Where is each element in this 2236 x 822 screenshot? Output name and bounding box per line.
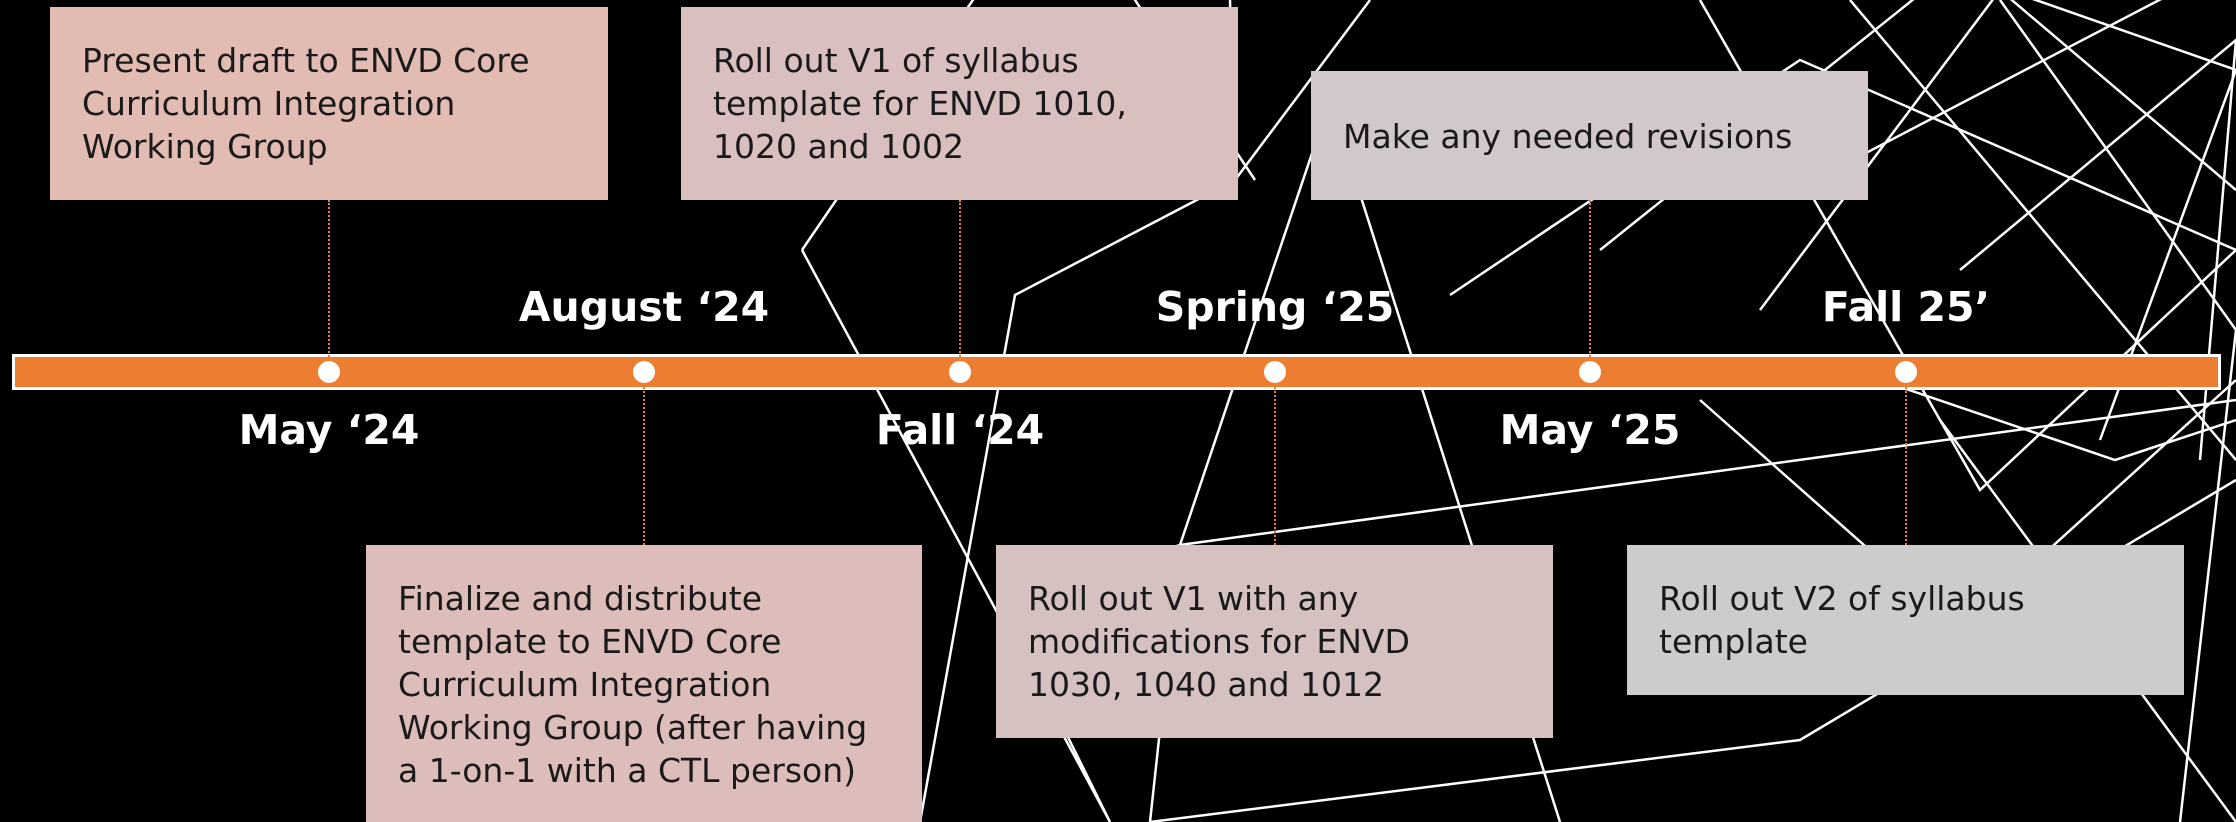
milestone-date-label: Fall 25’ — [1821, 283, 1991, 331]
milestone-dot — [633, 361, 655, 383]
milestone-connector — [1905, 372, 1907, 545]
milestone-connector — [1589, 200, 1591, 372]
milestone-date-label: Fall ‘24 — [875, 406, 1045, 454]
milestone-description-box: Finalize and distribute template to ENVD… — [366, 545, 922, 822]
milestone-dot — [949, 361, 971, 383]
milestone-dot — [1264, 361, 1286, 383]
milestone-date-label: May ‘24 — [238, 406, 420, 454]
milestone-description-box: Roll out V1 of syllabus template for ENV… — [681, 7, 1238, 200]
milestone-date-label: May ‘25 — [1499, 406, 1681, 454]
milestone-connector — [643, 372, 645, 545]
milestone-dot — [1579, 361, 1601, 383]
milestone-description-box: Present draft to ENVD Core Curriculum In… — [50, 7, 608, 200]
milestone-date-label: Spring ‘25 — [1155, 283, 1395, 331]
timeline-bar — [12, 354, 2221, 390]
milestone-description-box: Roll out V2 of syllabus template — [1627, 545, 2184, 695]
milestone-date-label: August ‘24 — [518, 283, 770, 331]
milestone-connector — [1274, 372, 1276, 545]
milestone-description-box: Roll out V1 with any modifications for E… — [996, 545, 1553, 738]
milestone-connector — [959, 200, 961, 372]
milestone-dot — [318, 361, 340, 383]
milestone-dot — [1895, 361, 1917, 383]
milestone-connector — [328, 200, 330, 372]
milestone-description-box: Make any needed revisions — [1311, 71, 1868, 200]
